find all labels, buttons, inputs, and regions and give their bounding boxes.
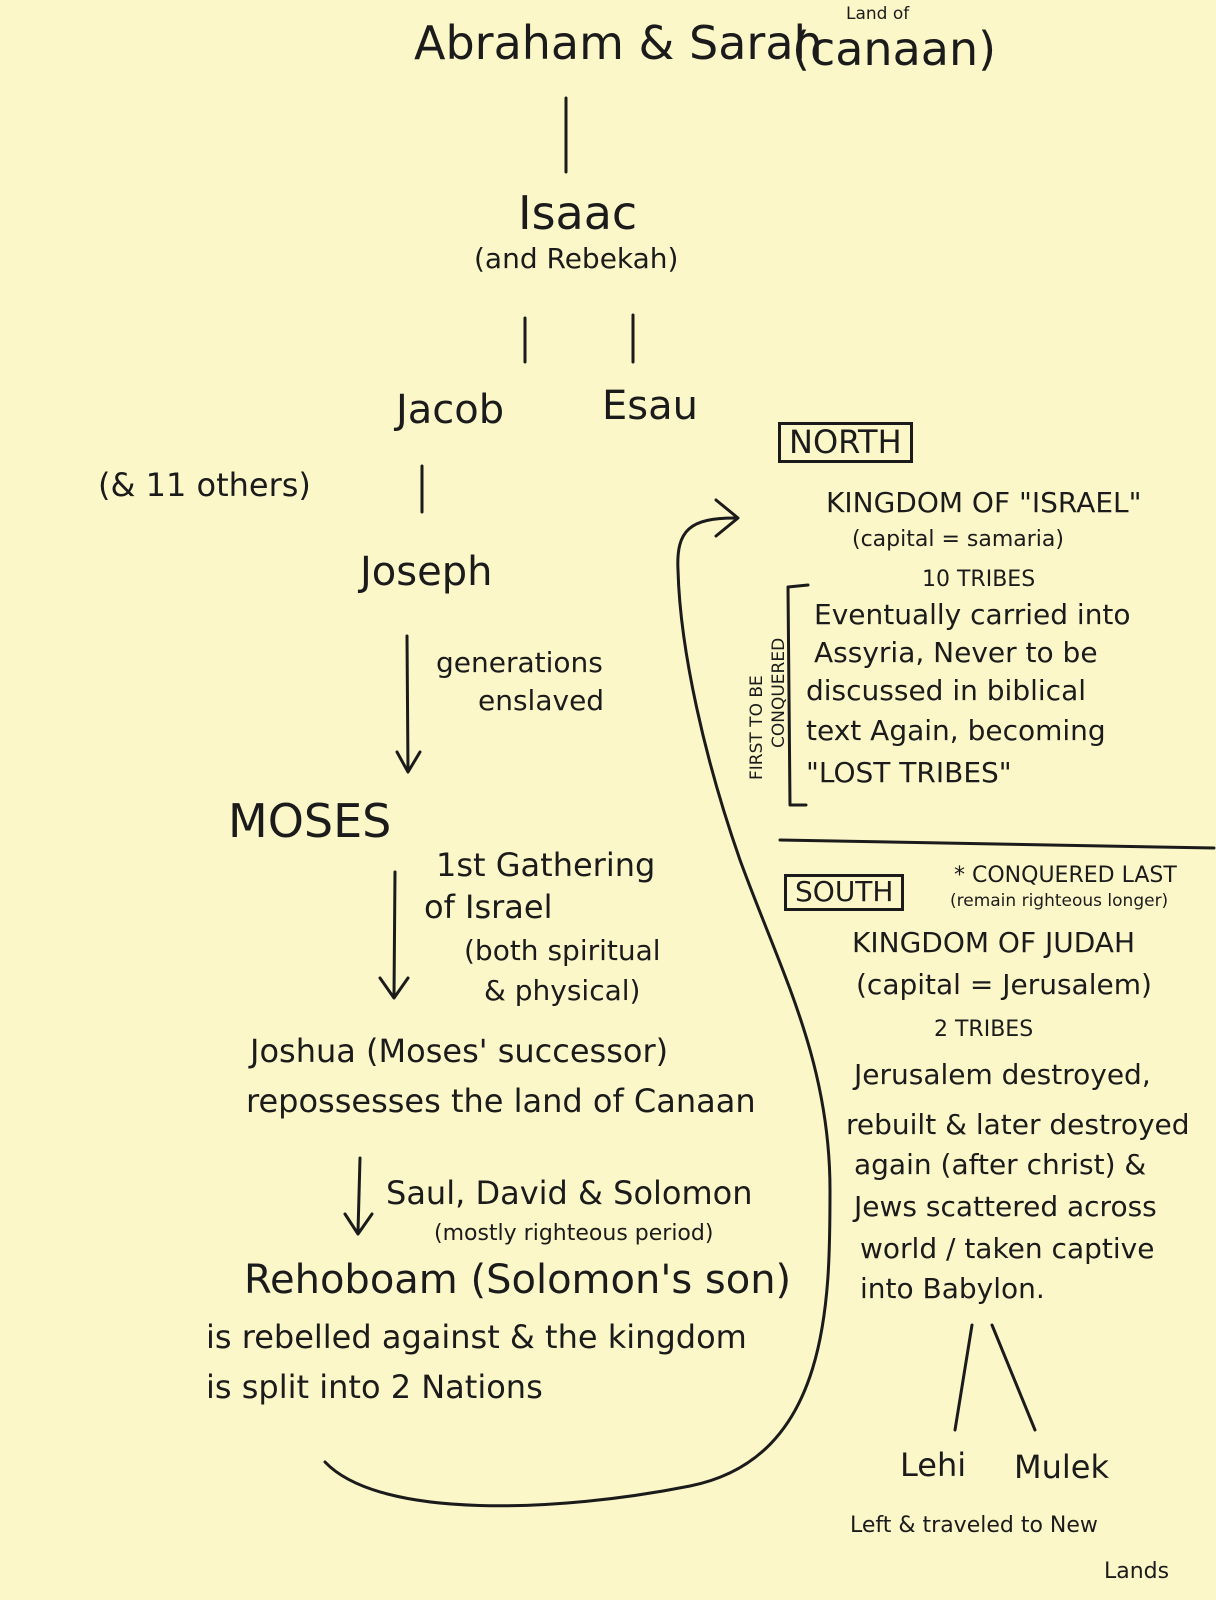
isaac-label: Isaac xyxy=(518,186,638,240)
north-fate-2: Assyria, Never to be xyxy=(814,636,1098,669)
arrow-moses-joshua xyxy=(392,870,397,998)
south-note-1: * CONQUERED LAST xyxy=(954,863,1177,888)
north-side-note-2: CONQUERED xyxy=(769,637,789,748)
arrow-joseph-moses xyxy=(405,634,410,772)
joseph-label: Joseph xyxy=(360,549,493,595)
north-kingdom: KINGDOM OF "ISRAEL" xyxy=(826,486,1142,519)
moses-label: MOSES xyxy=(228,794,392,848)
joshua-line-2: repossesses the land of Canaan xyxy=(246,1082,756,1120)
south-label: SOUTH xyxy=(784,874,905,911)
kings-line-1: Saul, David & Solomon xyxy=(386,1174,753,1212)
esau-label: Esau xyxy=(602,383,698,429)
abraham-sarah-label: Abraham & Sarah xyxy=(414,16,823,70)
rebekah-note: (and Rebekah) xyxy=(474,242,679,275)
north-fate-3: discussed in biblical xyxy=(806,674,1086,707)
rehoboam-line-2: is rebelled against & the kingdom xyxy=(206,1318,747,1356)
north-fate-1: Eventually carried into xyxy=(814,598,1131,631)
south-kingdom: KINGDOM OF JUDAH xyxy=(852,926,1135,959)
north-side-note-1: FIRST TO BE xyxy=(747,675,767,780)
north-fate-5: "LOST TRIBES" xyxy=(806,756,1012,789)
south-fate-4: Jews scattered across xyxy=(854,1190,1157,1223)
gathering-line-4: & physical) xyxy=(484,974,641,1007)
arrowhead-north xyxy=(714,498,740,538)
north-fate-bracket xyxy=(786,583,810,807)
jacob-label: Jacob xyxy=(396,387,505,433)
connector-judah-mulek xyxy=(990,1323,1037,1432)
canaan-label: (canaan) xyxy=(792,22,997,76)
south-fate-3: again (after christ) & xyxy=(854,1148,1147,1181)
south-fate-1: Jerusalem destroyed, xyxy=(854,1058,1151,1091)
new-lands-line-1: Left & traveled to New xyxy=(850,1513,1098,1538)
south-fate-2: rebuilt & later destroyed xyxy=(846,1108,1190,1141)
others-note: (& 11 others) xyxy=(98,466,311,504)
south-tribes: 2 TRIBES xyxy=(934,1017,1034,1042)
arrow-split-to-north xyxy=(323,516,832,1508)
arrowhead-joshua xyxy=(378,976,410,1000)
gathering-line-2: of Israel xyxy=(424,888,553,926)
south-fate-5: world / taken captive xyxy=(860,1232,1155,1265)
north-south-divider xyxy=(778,838,1216,850)
gathering-line-3: (both spiritual xyxy=(464,934,661,967)
connector-judah-lehi xyxy=(953,1323,974,1432)
land-of-note: Land of xyxy=(846,4,910,24)
north-tribes: 10 TRIBES xyxy=(922,567,1036,592)
south-fate-6: into Babylon. xyxy=(860,1272,1045,1305)
north-capital: (capital = samaria) xyxy=(852,527,1064,552)
mulek-label: Mulek xyxy=(1014,1448,1109,1486)
south-note-2: (remain righteous longer) xyxy=(950,891,1169,911)
north-fate-4: text Again, becoming xyxy=(806,714,1106,747)
gathering-line-1: 1st Gathering xyxy=(436,846,656,884)
generations-text: generations xyxy=(436,646,603,679)
joshua-line-1: Joshua (Moses' successor) xyxy=(250,1032,669,1070)
enslaved-text: enslaved xyxy=(478,684,605,717)
north-label: NORTH xyxy=(778,422,913,464)
lehi-label: Lehi xyxy=(900,1446,967,1484)
arrowhead-moses xyxy=(395,750,422,774)
new-lands-line-2: Lands xyxy=(1104,1559,1170,1584)
kings-line-2: (mostly righteous period) xyxy=(434,1221,714,1246)
arrowhead-saul xyxy=(343,1212,374,1236)
rehoboam-line-3: is split into 2 Nations xyxy=(206,1368,543,1406)
rehoboam-line-1: Rehoboam (Solomon's son) xyxy=(244,1257,792,1303)
south-capital: (capital = Jerusalem) xyxy=(856,968,1152,1001)
arrow-joshua-saul xyxy=(356,1156,362,1234)
